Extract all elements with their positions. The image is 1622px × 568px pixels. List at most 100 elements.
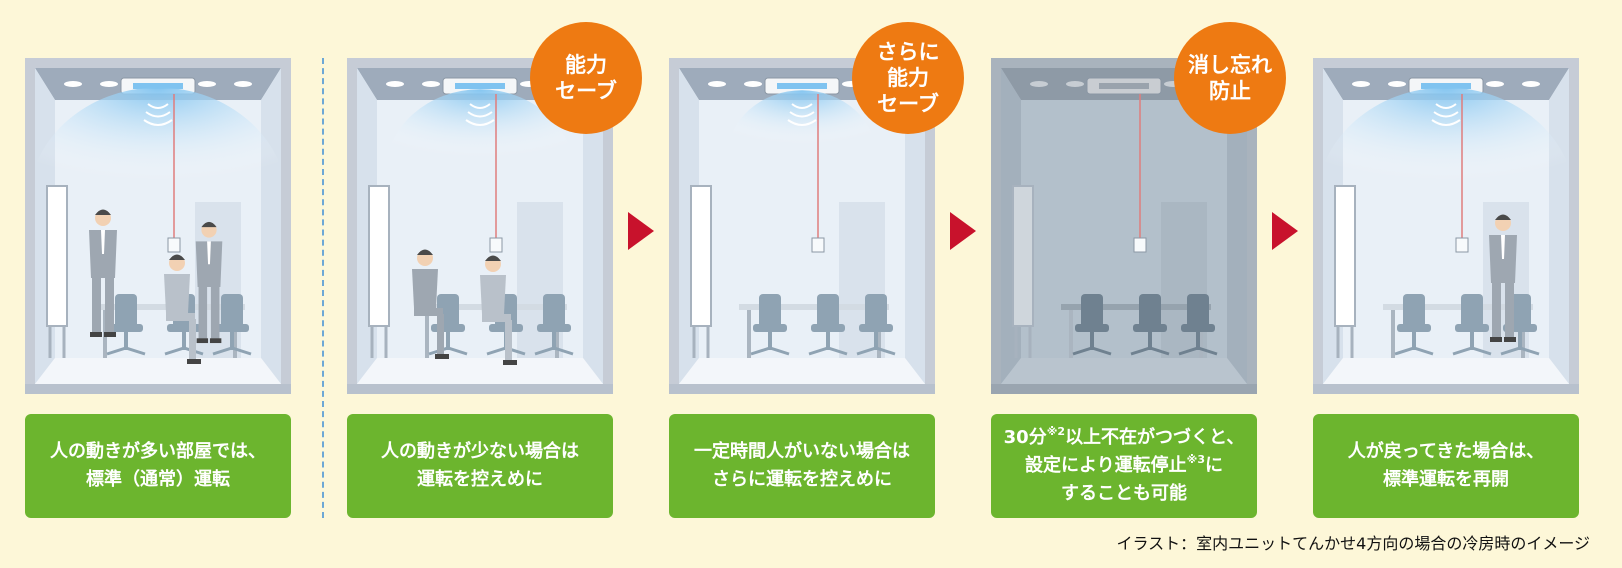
badge-line: 能力 (887, 66, 929, 90)
badge-line: 防止 (1209, 79, 1251, 103)
chair-icon (1072, 294, 1112, 356)
whiteboard (1334, 185, 1356, 327)
caption-line: 人が戻ってきた場合は、 (1347, 441, 1545, 462)
table-leg (233, 310, 237, 358)
seated-person-icon (164, 254, 201, 364)
room-sill (669, 384, 935, 394)
arrow-right-icon (628, 212, 654, 250)
arrow-right-icon (950, 212, 976, 250)
chair-icon (856, 294, 896, 356)
footnote-mark: ※2 (1046, 425, 1066, 438)
meeting-table (1061, 304, 1211, 310)
badge-line: 能力 (565, 53, 607, 77)
badge-line: 消し忘れ (1188, 53, 1272, 77)
room-sill (1313, 384, 1579, 394)
ac-vent (1421, 83, 1471, 89)
caption-line: 標準（通常）運転 (86, 469, 230, 490)
seated-person-icon (480, 255, 517, 365)
badge-line: セーブ (555, 79, 617, 103)
right-wall (261, 68, 281, 384)
floor (679, 358, 925, 384)
airflow-lines (465, 103, 495, 126)
caption-resume-operation: 人が戻ってきた場合は、 標準運転を再開 (1313, 414, 1579, 518)
ceiling-light-icon (198, 81, 216, 87)
remote-controller-icon (811, 237, 825, 253)
arrow-right-icon (1272, 212, 1298, 250)
whiteboard (368, 185, 390, 327)
ac-vent (455, 83, 505, 89)
caption-text: に (1205, 455, 1223, 476)
room-illustration (25, 58, 291, 394)
caption-line: 運転を控えめに (417, 469, 543, 490)
presenter-person-icon (89, 209, 117, 337)
remote-controller-icon (1133, 237, 1147, 253)
table-leg (555, 310, 559, 358)
caption-line: 人の動きが多い部屋では、 (50, 441, 266, 462)
scene-panel-normal (25, 58, 291, 394)
meeting-table (739, 304, 889, 310)
ac-vent (133, 83, 183, 89)
right-wall (1227, 68, 1247, 384)
caption-text: 以上不在がつづくと、 (1065, 427, 1245, 448)
badge-line: さらに (876, 40, 940, 64)
badge-forget-off-prevention: 消し忘れ 防止 (1174, 22, 1286, 134)
table-leg (747, 310, 751, 358)
remote-controller-icon (1455, 237, 1469, 253)
ceiling-light-icon (64, 81, 82, 87)
ceiling-light-icon (1066, 81, 1084, 87)
chair-icon (1130, 294, 1170, 356)
ceiling-light-icon (708, 81, 726, 87)
whiteboard (690, 185, 712, 327)
caption-line: 標準運転を再開 (1383, 469, 1509, 490)
airflow-lines (787, 103, 817, 126)
returning-person-icon (1489, 214, 1517, 342)
table-leg (1391, 310, 1395, 358)
standing-person-icon (195, 221, 223, 344)
scene-panel-resume (1313, 58, 1579, 394)
ceiling-light-icon (1352, 81, 1370, 87)
whiteboard (1012, 185, 1034, 327)
floor (357, 358, 603, 384)
caption-normal-operation: 人の動きが多い部屋では、 標準（通常）運転 (25, 414, 291, 518)
table-leg (1521, 310, 1525, 358)
ceiling-light-icon (234, 81, 252, 87)
ceiling-light-icon (1388, 81, 1406, 87)
caption-reduced-operation: 人の動きが少ない場合は 運転を控えめに (347, 414, 613, 518)
table-leg (425, 310, 429, 358)
ceiling-light-icon (1522, 81, 1540, 87)
caption-line: 人の動きが少ない場合は (381, 441, 579, 462)
airflow-icon (1316, 87, 1576, 205)
remote-controller-icon (167, 237, 181, 253)
illustration-footnote: イラスト：室内ユニットてんかせ4方向の場合の冷房時のイメージ (1116, 534, 1590, 553)
ac-vent (777, 83, 827, 89)
table-leg (877, 310, 881, 358)
airflow-lines (143, 103, 173, 126)
room-sill (991, 384, 1257, 394)
room-sill (347, 384, 613, 394)
caption-text: 30分 (1003, 427, 1047, 448)
floor (1001, 358, 1247, 384)
seated-person-icon (412, 249, 449, 359)
footnote-mark: ※3 (1186, 453, 1205, 466)
airflow-icon (385, 89, 575, 175)
badge-more-capacity-save: さらに 能力 セーブ (852, 22, 964, 134)
chair-icon (1500, 294, 1540, 356)
caption-line: することも可能 (1061, 483, 1187, 504)
badge-line: セーブ (877, 92, 939, 116)
caption-line: 一定時間人がいない場合は (694, 441, 910, 462)
dashed-divider (322, 58, 324, 518)
badge-capacity-save: 能力 セーブ (530, 22, 642, 134)
caption-further-reduced: 一定時間人がいない場合は さらに運転を控えめに (669, 414, 935, 518)
chair-icon (534, 294, 574, 356)
ceiling-light-icon (422, 81, 440, 87)
meeting-table (1383, 304, 1533, 310)
caption-auto-stop: 30分※2以上不在がつづくと、 設定により運転停止※3に することも可能 (991, 414, 1257, 518)
floor (1323, 358, 1569, 384)
right-wall (583, 68, 603, 384)
table-leg (1069, 310, 1073, 358)
room-illustration (1313, 58, 1579, 394)
right-wall (1549, 68, 1569, 384)
ceiling-light-icon (100, 81, 118, 87)
chair-icon (212, 294, 252, 356)
caption-text: 設定により運転停止 (1025, 455, 1187, 476)
